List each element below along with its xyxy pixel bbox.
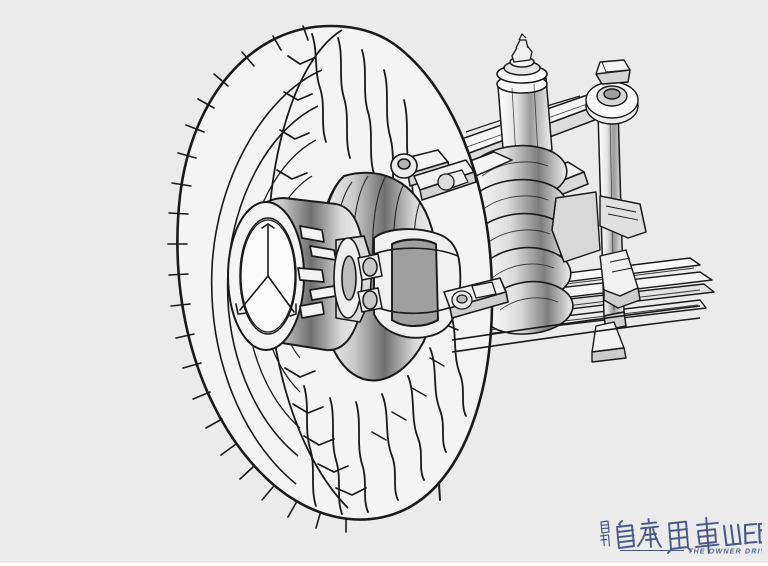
bump-stop-bracket [599,249,641,309]
shock-top-cap [511,33,533,63]
logo-char-ji [616,520,635,549]
caliper-hardware [437,169,469,191]
brake-caliper [373,228,462,339]
logo-prefix-gekkan [599,520,610,547]
hub-star-emblem [235,219,297,333]
logo-char-w [722,523,742,547]
logo-char-sha [695,517,720,554]
logo-char-ka [637,518,662,548]
coil-spring-highlights [481,161,559,311]
logo-tagline: THE OWNER DRIVER [688,547,762,556]
tread-sipes [167,25,347,533]
site-logo[interactable]: THE OWNER DRIVER [598,516,762,556]
tread-grooves [303,33,467,515]
knuckle-body-shade [551,191,601,263]
ball-joint [585,81,639,125]
ball-joint-nut [595,59,631,85]
logo-artwork: THE OWNER DRIVER [599,517,762,556]
logo-char-e [743,522,758,545]
knuckle-flange-right [599,195,647,239]
logo-char-b [757,522,762,544]
wheel-bearing-flange [297,225,337,319]
bottom-white-strip [0,563,768,566]
spring-seat-fasteners [451,281,497,310]
anti-roll-bar [451,305,701,353]
caliper-bolts [357,253,383,313]
